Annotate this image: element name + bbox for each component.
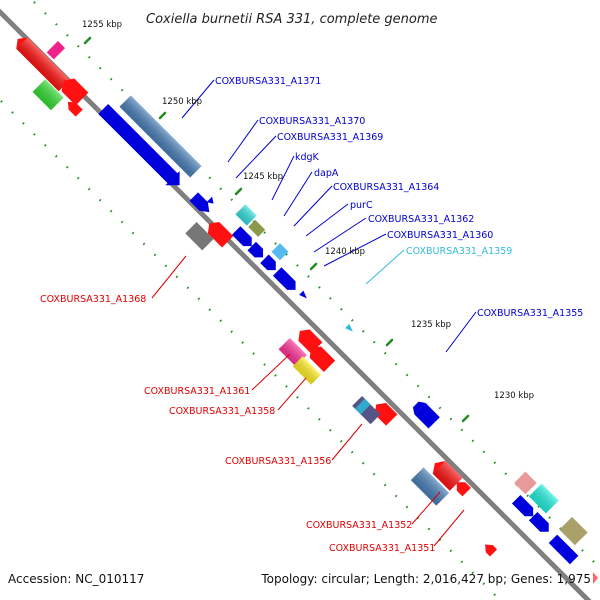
corner-arrow-icon [593, 572, 598, 584]
scale-label-1250: 1250 kbp [162, 97, 202, 107]
gene-coxbursa331-a1360 [272, 267, 296, 290]
gene-label-coxbursa331-a1356[interactable]: COXBURSA331_A1356 [225, 456, 331, 467]
scale-label-1235: 1235 kbp [411, 320, 451, 330]
scale-label-1245: 1245 kbp [243, 172, 283, 182]
scale-label-1240: 1240 kbp [325, 247, 365, 257]
gene-label-coxbursa331-a1351[interactable]: COXBURSA331_A1351 [329, 543, 435, 554]
gene-label-kdgk[interactable]: kdgK [295, 152, 320, 163]
gene-label-coxbursa331-a1362[interactable]: COXBURSA331_A1362 [368, 214, 474, 225]
scale-label-1255: 1255 kbp [82, 20, 122, 30]
gene-purc [247, 241, 264, 258]
gene-coxbursa331-a1355 [414, 403, 440, 429]
a1359-leader [365, 249, 405, 285]
topology-text: Topology: circular; Length: 2,016,427 bp… [261, 572, 591, 586]
gene-coxbursa331-a1356 [352, 395, 381, 425]
accession-text: Accession: NC_010117 [8, 572, 145, 586]
gene-label-coxbursa331-a1360[interactable]: COXBURSA331_A1360 [387, 230, 493, 241]
gene-label-coxbursa331-a1369[interactable]: COXBURSA331_A1369 [277, 132, 383, 143]
gene-dapa [248, 219, 266, 237]
gene-coxbursa331-a1369 [189, 192, 210, 213]
gene-label-coxbursa331-a1352[interactable]: COXBURSA331_A1352 [306, 520, 412, 531]
gene-label-dapa[interactable]: dapA [314, 168, 339, 179]
scale-label-1230: 1230 kbp [494, 391, 534, 401]
reverse-label-leaders [151, 255, 465, 547]
gene-coxbursa331-a1359 [345, 323, 353, 332]
map-title: Coxiella burnetii RSA 331, complete geno… [146, 12, 438, 27]
reverse-features [16, 37, 498, 557]
gene-label-coxbursa331-a1359[interactable]: COXBURSA331_A1359 [406, 246, 512, 257]
gene-label-coxbursa331-a1371[interactable]: COXBURSA331_A1371 [215, 76, 321, 87]
gene-label-coxbursa331-a1355[interactable]: COXBURSA331_A1355 [477, 308, 583, 319]
gene-coxbursa331-a1370 [98, 103, 180, 186]
gene-coxbursa331-a1351 [456, 482, 471, 497]
gene-label-coxbursa331-a1361[interactable]: COXBURSA331_A1361 [144, 386, 250, 397]
scale-major-ticks [83, 36, 545, 498]
gene-label-purc[interactable]: purC [350, 200, 373, 211]
gene-coxbursa331-a1364 [231, 226, 252, 247]
gene-label-coxbursa331-a1368[interactable]: COXBURSA331_A1368 [40, 294, 146, 305]
gene-label-coxbursa331-a1358[interactable]: COXBURSA331_A1358 [169, 406, 275, 417]
gene-label-coxbursa331-a1370[interactable]: COXBURSA331_A1370 [259, 116, 365, 127]
forward-label-leaders [181, 79, 477, 353]
gene-coxbursa331-a1368 [185, 222, 214, 251]
scale-track-inner [0, 98, 502, 600]
forward-features [98, 95, 588, 565]
gene-coxbursa331-a1362 [271, 243, 289, 261]
gene-label-coxbursa331-a1364[interactable]: COXBURSA331_A1364 [333, 182, 439, 193]
